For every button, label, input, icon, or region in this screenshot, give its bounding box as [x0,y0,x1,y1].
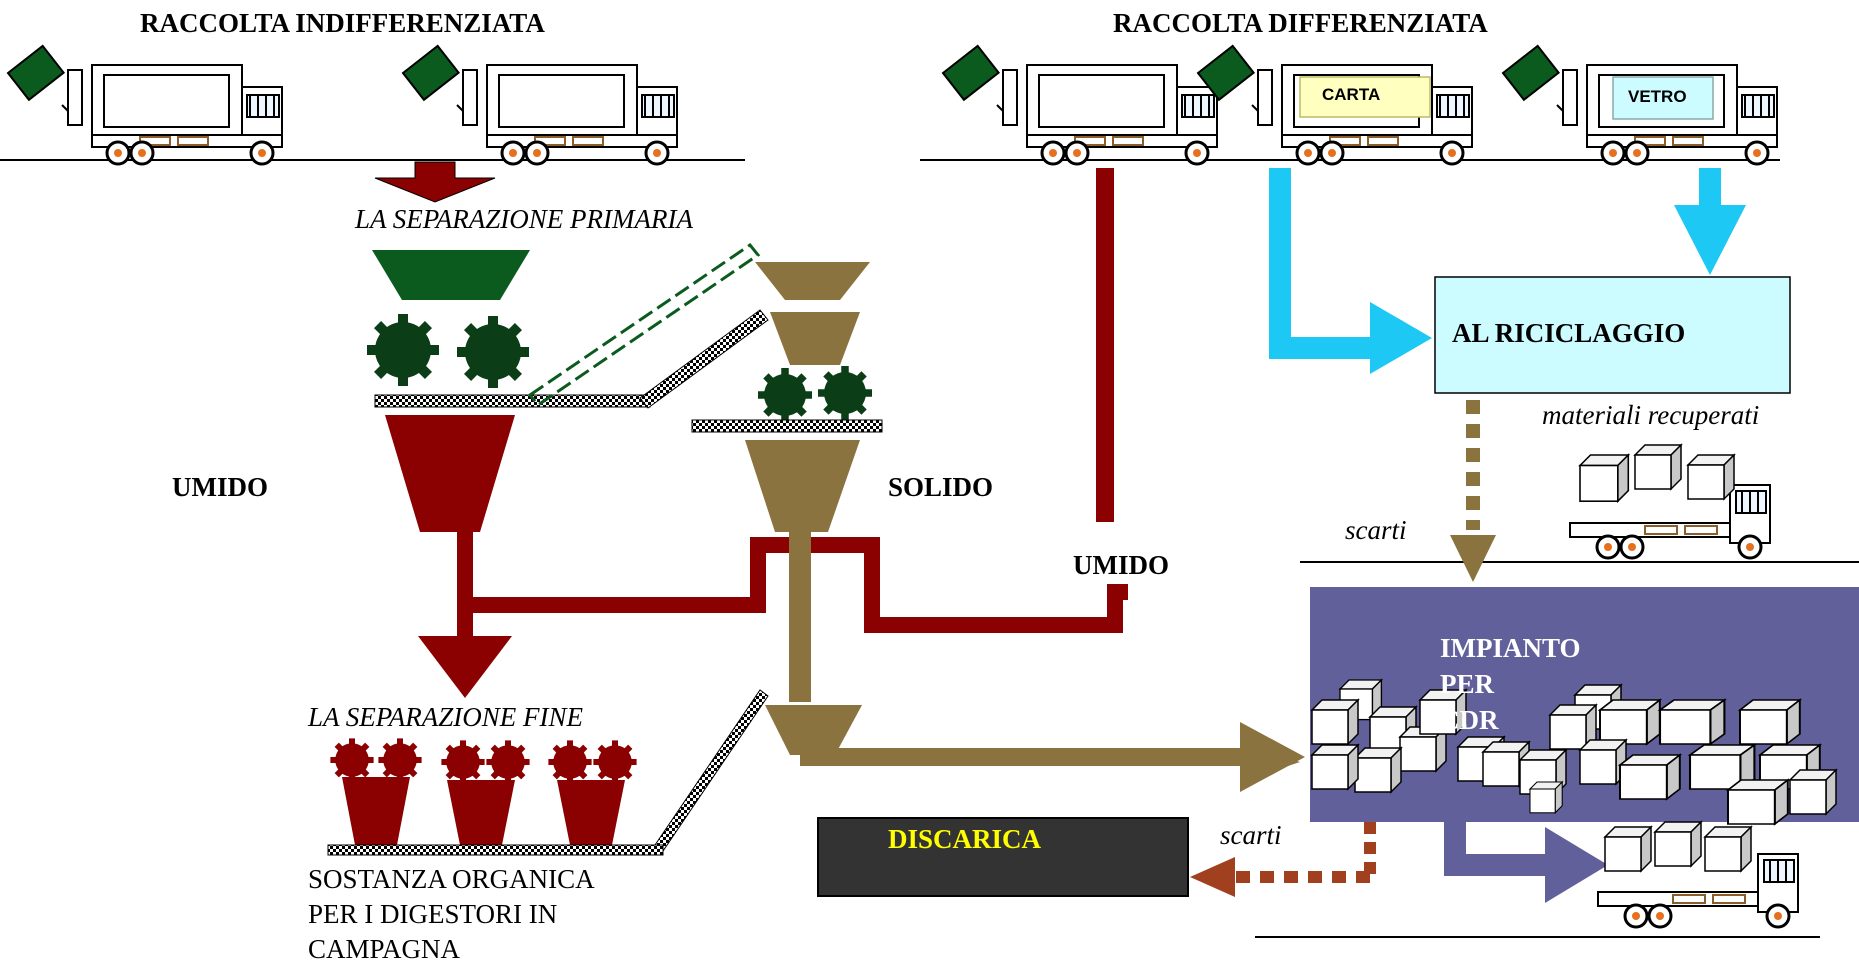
truck-diff-1 [941,44,1219,166]
purple-arrow-shaft [1444,822,1560,876]
label-umido-left: UMIDO [172,472,268,502]
label-umido-right: UMIDO [1073,550,1169,580]
hopper-tan-2 [770,312,860,365]
cup-fine-2 [447,780,515,845]
carta-tag [1299,76,1431,118]
vetro-tag [1612,76,1714,120]
cyan-arrow-carta-head [1370,302,1432,374]
cup-fine-1 [342,777,410,845]
arrow-umido-down [418,636,512,698]
arrow-to-cdr-shaft [800,748,1240,766]
label-impianto-cdr: IMPIANTO PER CDR [1440,633,1581,735]
conveyor-diag-green [527,242,761,408]
discarica-box [817,817,1189,897]
conveyor-fine-diag [654,689,769,852]
hopper-umido [385,415,515,532]
label-riciclaggio: AL RICICLAGGIO [1452,318,1686,348]
conveyor-primary [374,394,651,408]
hopper-tan-1 [755,262,870,300]
vetro-label: VETRO [1628,87,1687,106]
conveyor-diag-dotted [639,309,769,409]
hopper-solido [745,440,860,532]
label-solido: SOLIDO [888,472,994,502]
label-separazione-primaria: LA SEPARAZIONE PRIMARIA [355,204,693,234]
label-sostanza-organica: SOSTANZA ORGANICA PER I DIGESTORI IN CAM… [308,864,595,964]
label-discarica: DISCARICA [888,824,1042,854]
label-materiali-recuperati: materiali recuperati [1542,400,1760,430]
cyan-arrow-vetro-head [1674,205,1746,275]
purple-arrow-head [1545,827,1608,903]
truck-indiff-2 [401,44,679,166]
truck-indiff-1 [6,44,284,166]
conveyor-solido [691,419,883,433]
arrow-to-cdr-head [1240,722,1305,792]
conveyor-fine [327,844,664,856]
riciclaggio-box [1434,276,1791,394]
header-raccolta-differenziata: RACCOLTA DIFFERENZIATA [1113,8,1488,38]
umido-pipe [457,532,1128,633]
label-scarti-top: scarti [1345,515,1407,545]
hopper-green [372,250,530,300]
gear-green-1 [367,314,439,386]
header-raccolta-indifferenziata: RACCOLTA INDIFFERENZIATA [140,8,545,38]
label-separazione-fine: LA SEPARAZIONE FINE [308,702,583,732]
gear-green-4 [818,366,872,420]
cup-fine-3 [557,780,625,845]
label-scarti-bottom: scarti [1220,820,1282,850]
carta-label: CARTA [1322,85,1381,104]
arrow-primary-down [374,161,496,203]
gear-green-3 [758,368,812,422]
cyan-arrow-carta-shaft [1269,168,1380,359]
gear-green-2 [457,316,529,388]
hopper-fine-tan [765,705,862,755]
